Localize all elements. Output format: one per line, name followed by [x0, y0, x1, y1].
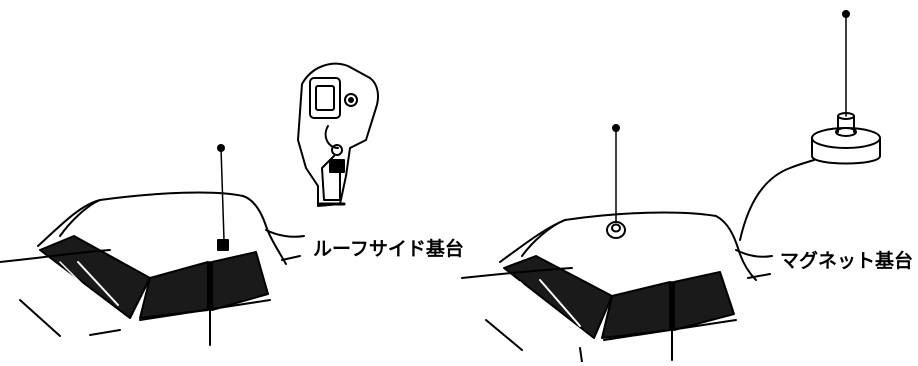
right-antenna-base [606, 221, 626, 239]
cable [739, 159, 815, 241]
right-car-roof-edge [521, 219, 566, 257]
left-car-glare [77, 261, 119, 306]
left-antenna-tip [217, 144, 225, 152]
right-car-glare-2 [519, 281, 559, 321]
magnet-mount-label: マグネット基台 [780, 250, 914, 272]
right-car-illustration [461, 124, 815, 363]
left-car-window-rear [211, 251, 269, 311]
left-car-bumper-line [89, 329, 121, 336]
roof-side-mount-bracket-icon [297, 62, 379, 207]
right-antenna-tip [612, 124, 620, 132]
right-car-window-front [601, 281, 671, 339]
left-car-rear-line [281, 255, 301, 261]
right-antenna-base-inner [611, 223, 621, 233]
right-car-trunk-line [735, 249, 773, 258]
left-car-windshield [39, 235, 151, 319]
left-car-trunk-line [265, 229, 305, 238]
right-car-front-line [485, 319, 523, 351]
left-car-illustration [0, 144, 305, 346]
right-car-sill-line [603, 319, 737, 341]
roof-side-mount-label: ルーフサイド基台 [313, 238, 464, 260]
left-car-roof-edge [59, 199, 101, 237]
left-car-glare-2 [59, 261, 97, 299]
right-car-window-rear [673, 271, 735, 331]
left-car-front-line [19, 299, 61, 337]
right-car-door-line [579, 347, 583, 363]
left-car-window-front [139, 261, 209, 319]
magnet-mount-base-icon [811, 10, 881, 165]
left-antenna-base [217, 239, 229, 251]
left-car-sill-line [139, 299, 271, 321]
left-antenna-whip [220, 147, 225, 241]
right-car-glare [539, 279, 581, 327]
left-car-hood-line [0, 249, 111, 263]
right-car-hood-line [461, 267, 573, 279]
right-car-rear-line [747, 273, 771, 279]
